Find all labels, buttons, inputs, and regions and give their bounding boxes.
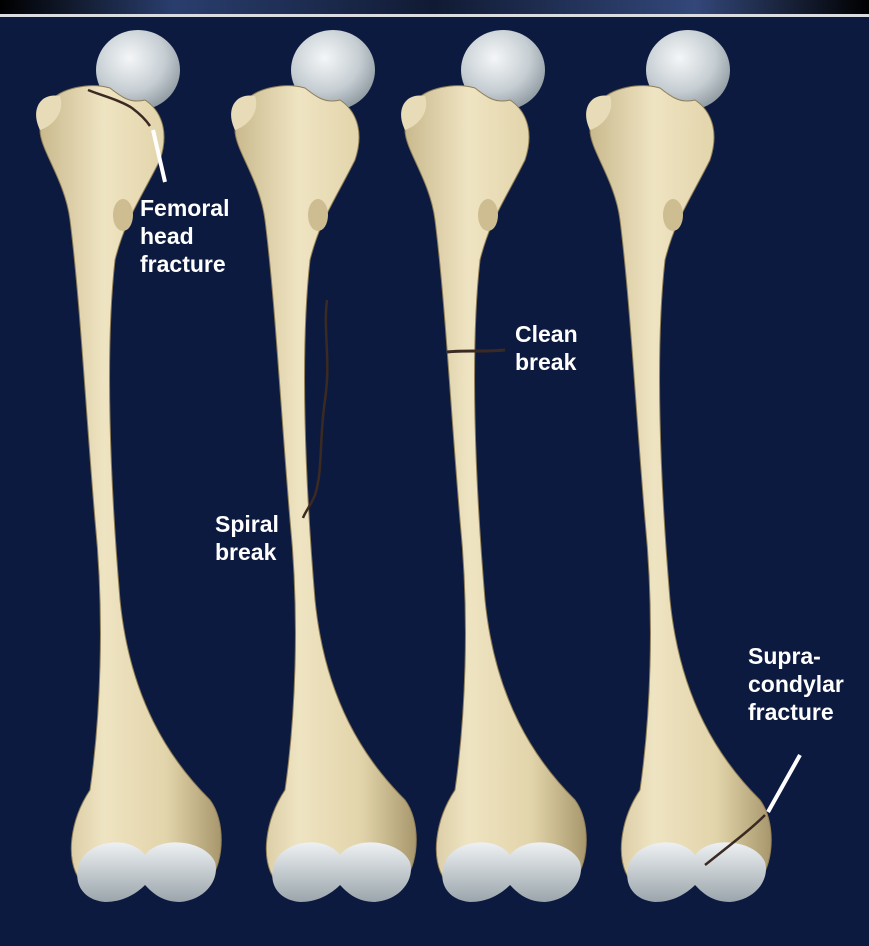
femur-clean-break [401,30,586,902]
label-spiral-break: Spiral break [215,510,279,566]
femur-spiral-break [231,30,416,902]
top-divider [0,14,869,17]
label-supracondylar-fracture: Supra- condylar fracture [748,642,844,726]
femur-femoral-head-fracture [36,30,221,902]
femur-supracondylar-fracture [586,30,771,902]
label-clean-break: Clean break [515,320,578,376]
fracture-line [447,350,505,352]
leader-line-supracondylar [768,755,800,812]
label-femoral-head-fracture: Femoral head fracture [140,194,229,278]
top-strip [0,0,869,14]
